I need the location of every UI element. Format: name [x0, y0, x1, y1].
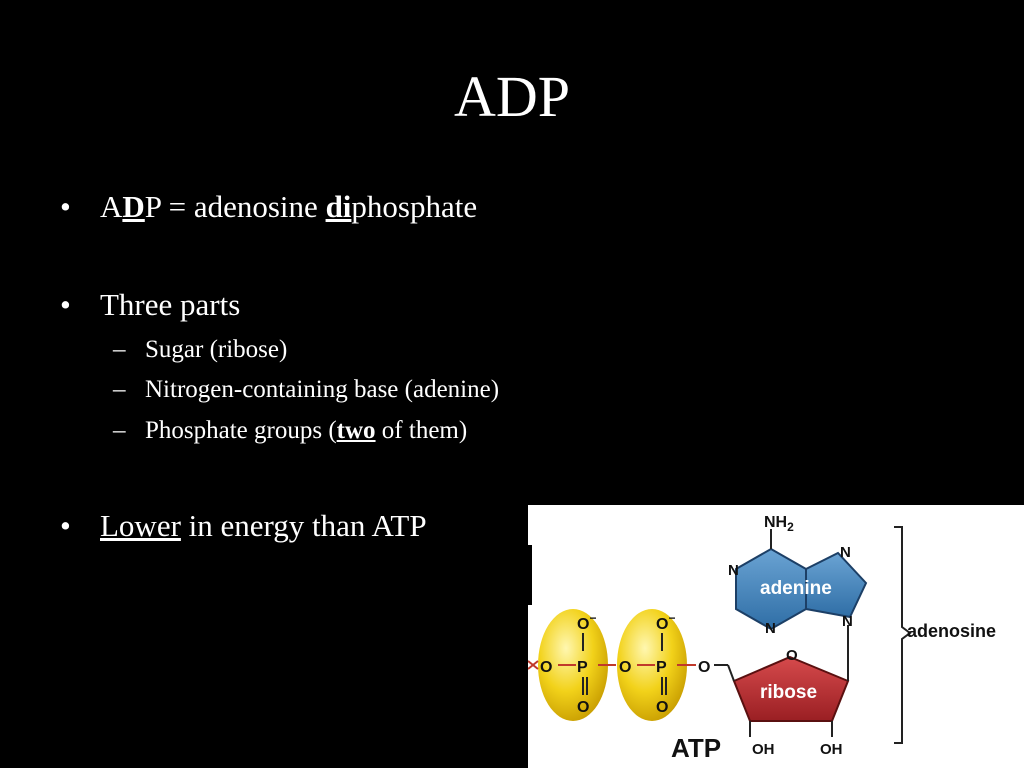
o-bridge-2: O	[698, 659, 710, 676]
adenine-ring-5	[805, 551, 868, 619]
n-atom-4: N	[842, 613, 853, 630]
subitem-sugar: –Sugar (ribose)	[113, 335, 287, 365]
text-energy: in energy than ATP	[180, 508, 427, 543]
ribose-o-atom: O	[786, 647, 798, 664]
bullet-dot: •	[60, 189, 71, 224]
subitem-two-emphasis: two	[336, 417, 376, 444]
n-atom-2: N	[728, 562, 739, 579]
p-atom-1: P	[577, 659, 588, 676]
slide-title: ADP	[453, 64, 571, 129]
n-atom-3: N	[765, 620, 776, 637]
edge-notch	[528, 545, 532, 605]
atp-label: ATP	[671, 733, 721, 763]
bullet-dot: •	[60, 287, 71, 322]
subitem-text-a: Phosphate groups (	[145, 417, 337, 444]
subitem-text: Nitrogen-containing base (adenine)	[145, 376, 500, 403]
n-atom-1: N	[840, 544, 851, 561]
bullet-three-parts: • Three parts	[60, 286, 240, 324]
o-bridge-1: O	[619, 659, 631, 676]
o-minus-2: O−	[656, 611, 675, 633]
ribose-label: ribose	[760, 682, 817, 703]
adenosine-bracket	[894, 526, 912, 744]
atp-diagram: O− P O O O O− P O O NH2 N N N N adenine …	[528, 505, 1024, 768]
phosphate-bonds	[528, 660, 696, 670]
text-a: A	[100, 189, 123, 224]
atp-structure-svg: O− P O O O O− P O O NH2 N N N N adenine …	[528, 514, 996, 763]
adenine-label: adenine	[760, 578, 832, 599]
subitem-phosphate: –Phosphate groups (two of them)	[113, 416, 467, 446]
bullet-dot: •	[60, 508, 71, 543]
text-phosphate: phosphate	[351, 189, 478, 224]
bullet-lower-energy: • Lower in energy than ATP	[60, 507, 427, 545]
text-lower: Lower	[100, 508, 181, 543]
adenosine-label: adenosine	[907, 621, 996, 641]
text-d-emphasis: D	[122, 189, 145, 224]
bullet-adp-definition: • ADP = adenosine diphosphate	[60, 188, 477, 226]
text-three-parts: Three parts	[100, 287, 241, 322]
nh2-label: NH2	[764, 514, 794, 534]
sub-dash: –	[113, 376, 126, 403]
o-left-1: O	[540, 659, 552, 676]
bonds	[582, 529, 849, 737]
ribose-ring	[732, 655, 850, 722]
text-di-emphasis: di	[325, 189, 352, 224]
o-minus-1: O−	[577, 611, 596, 633]
p-atom-2: P	[656, 659, 667, 676]
o-bottom-1: O	[577, 699, 589, 716]
oh-label-1: OH	[752, 741, 775, 758]
text-p-adenosine: P = adenosine	[144, 189, 326, 224]
subitem-text: Sugar (ribose)	[145, 336, 288, 363]
o-bottom-2: O	[656, 699, 668, 716]
subitem-base: –Nitrogen-containing base (adenine)	[113, 375, 499, 405]
sub-dash: –	[113, 336, 126, 363]
subitem-text-c: of them)	[375, 417, 468, 444]
sub-dash: –	[113, 417, 126, 444]
oh-label-2: OH	[820, 741, 843, 758]
